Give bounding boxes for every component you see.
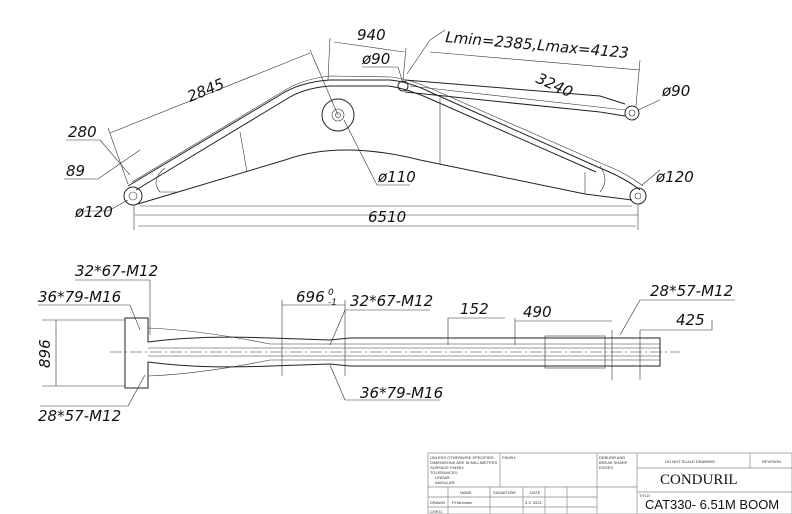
plan-view-boom bbox=[110, 317, 680, 389]
tb-drawn: DRAWN bbox=[430, 500, 445, 505]
label-holes-mid-top: 32*67-M12 bbox=[350, 292, 433, 310]
tb-chkd: CHK'D bbox=[430, 509, 442, 514]
dim-152: 152 bbox=[460, 300, 489, 318]
dim-pin-right-dia: ø120 bbox=[655, 168, 694, 186]
label-holes-bottom-left: 28*57-M12 bbox=[38, 407, 121, 425]
dim-696-tol-upper: 0 bbox=[328, 288, 334, 298]
dim-89: 89 bbox=[66, 162, 85, 180]
tb-linear: LINEAR: bbox=[435, 475, 451, 480]
plan-view-labels: 32*67-M12 36*79-M16 896 28*57-M12 696 0 … bbox=[36, 262, 733, 425]
side-view-boom bbox=[123, 75, 647, 207]
tb-revision: REVISION bbox=[762, 459, 781, 464]
dim-pin-left-dia: ø120 bbox=[74, 203, 113, 221]
dim-cylinder-length: Lmin=2385,Lmax=4123 bbox=[445, 28, 630, 62]
tb-tolerances: TOLERANCES: bbox=[430, 470, 458, 475]
tb-deburr: DEBURR AND bbox=[599, 455, 625, 460]
tb-do-not-scale: DO NOT SCALE DRAWING bbox=[665, 459, 715, 464]
tb-name-header: NAME bbox=[460, 490, 472, 495]
tb-surface: SURFACE FINISH: bbox=[430, 465, 464, 470]
dim-490: 490 bbox=[523, 303, 552, 321]
tb-signature-header: SIGNATURE bbox=[493, 490, 516, 495]
tb-title: CAT330- 6.51M BOOM bbox=[645, 497, 779, 512]
label-holes-top-left: 32*67-M12 bbox=[75, 262, 158, 280]
dim-425: 425 bbox=[676, 311, 705, 329]
tb-date-header: DATE bbox=[530, 490, 541, 495]
dim-280: 280 bbox=[68, 123, 97, 141]
label-holes-mid-bottom: 36*79-M16 bbox=[360, 384, 443, 402]
tb-company: CONDURIL bbox=[660, 472, 738, 488]
title-block: UNLESS OTHERWISE SPECIFIED: DIMENSIONS A… bbox=[427, 452, 792, 514]
side-view-dimension-lines bbox=[64, 29, 661, 230]
dim-2845: 2845 bbox=[185, 75, 227, 106]
tb-drawn-date: 3.3. 2021 bbox=[525, 500, 542, 505]
dim-6510: 6510 bbox=[368, 208, 406, 226]
tb-break: BREAK SHARP bbox=[599, 460, 628, 465]
plan-view-dimension-lines bbox=[38, 279, 735, 407]
dim-696: 696 bbox=[296, 288, 325, 306]
label-holes-right: 28*57-M12 bbox=[650, 282, 733, 300]
dim-pin-top-dia: ø90 bbox=[361, 50, 390, 68]
tb-dims-mm: DIMENSIONS ARE IN MILLIMETERS bbox=[430, 460, 498, 465]
dim-3240: 3240 bbox=[533, 69, 575, 101]
dim-940: 940 bbox=[357, 26, 386, 44]
label-holes-left: 36*79-M16 bbox=[38, 288, 121, 306]
dim-696-tol-lower: -1 bbox=[328, 298, 337, 308]
dim-896: 896 bbox=[36, 339, 54, 368]
tb-title-label: TITLE: bbox=[639, 493, 651, 498]
tb-drawn-name: P.Hänninen bbox=[452, 500, 472, 505]
tb-angular: ANGULAR: bbox=[435, 480, 455, 485]
tb-unless: UNLESS OTHERWISE SPECIFIED: bbox=[430, 455, 495, 460]
dim-pivot-dia: ø110 bbox=[377, 168, 416, 186]
tb-finish: FINISH: bbox=[502, 455, 516, 460]
dim-pin-cyl-dia: ø90 bbox=[661, 82, 690, 100]
tb-edges: EDGES bbox=[599, 465, 613, 470]
